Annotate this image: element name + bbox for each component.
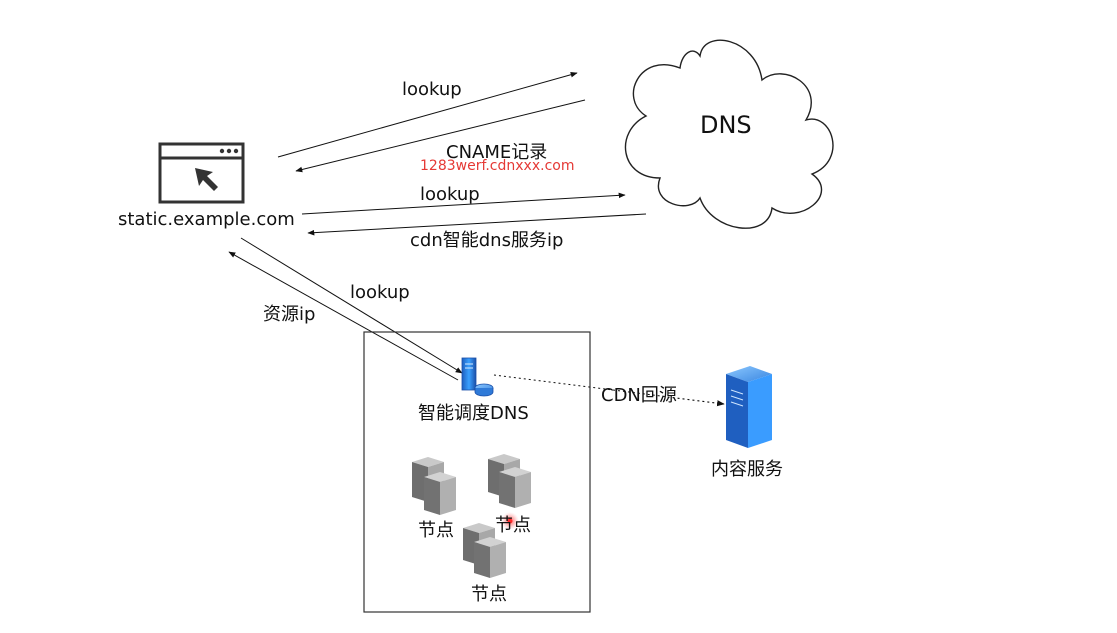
cname-value-label: 1283werf.cdnxxx.com (420, 158, 575, 174)
arrow-cdn-dns-ip-return (307, 213, 647, 236)
node-label-1: 节点 (418, 520, 454, 541)
arrow-cdn-origin (493, 374, 725, 407)
server-tower-icon (726, 366, 772, 448)
lookup-label-1: lookup (402, 79, 462, 100)
dns-label: DNS (700, 111, 752, 139)
arrow-cname-return (295, 99, 586, 173)
smart-dns-label: 智能调度DNS (418, 403, 529, 424)
lookup-label-2: lookup (420, 184, 480, 205)
server-cluster-icon (412, 454, 531, 578)
cursor-arrow-icon (195, 168, 218, 191)
cdn-dns-ip-label: cdn智能dns服务ip (410, 230, 564, 251)
cloud-icon (624, 39, 834, 229)
arrow-resource-ip-return (228, 251, 459, 381)
client-label: static.example.com (118, 209, 295, 230)
browser-window-icon (158, 142, 245, 204)
cursor-highlight-center (507, 518, 513, 524)
cdn-cluster-box (363, 331, 591, 613)
server-database-icon (461, 357, 494, 397)
arrow-lookup-2 (301, 192, 626, 215)
arrow-lookup-1 (277, 72, 578, 158)
cdn-origin-label: CDN回源 (601, 385, 677, 406)
cname-label: CNAME记录 (446, 142, 548, 163)
arrow-lookup-3 (240, 237, 463, 374)
node-label-3: 节点 (471, 584, 507, 605)
node-label-2: 节点 (495, 515, 531, 536)
resource-ip-label: 资源ip (263, 304, 316, 325)
lookup-label-3: lookup (350, 282, 410, 303)
content-service-label: 内容服务 (711, 459, 783, 480)
